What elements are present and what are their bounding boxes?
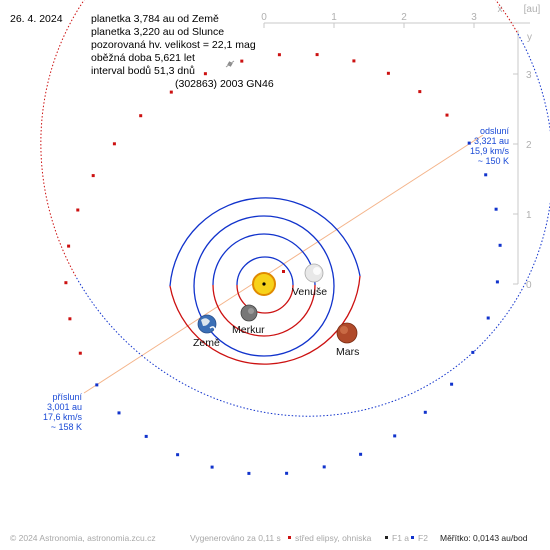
asteroid-marker xyxy=(225,60,235,68)
orbit-point xyxy=(486,316,490,320)
orbit-point xyxy=(176,453,180,457)
orbit-point xyxy=(450,382,454,386)
asteroid-orbit-points xyxy=(64,53,502,475)
x-axis: 0 1 2 3 x [au] xyxy=(261,4,541,28)
legend-f2-marker xyxy=(411,536,414,539)
orbit-point xyxy=(144,434,148,438)
orbit-point xyxy=(277,53,281,57)
y-tick-2: 2 xyxy=(526,140,532,151)
orbit-point xyxy=(352,59,356,63)
orbit-point xyxy=(386,71,390,75)
info-magnitude: pozorovaná hv. velikost = 22,1 mag xyxy=(91,39,256,51)
mercury-orbit xyxy=(236,256,294,314)
x-tick-1: 1 xyxy=(331,12,337,23)
aphelion-title: odsluní xyxy=(480,126,510,136)
y-tick-0: 0 xyxy=(526,280,532,291)
orbit-point xyxy=(285,471,289,475)
y-tick-3: 3 xyxy=(526,70,532,81)
perihelion-label: přísluní 3,001 au 17,6 km/s ~ 158 K xyxy=(43,392,83,432)
info-interval: interval bodů 51,3 dnů xyxy=(91,65,195,77)
orbit-point xyxy=(76,208,80,212)
earth-label: Země xyxy=(193,337,220,349)
legend-f1: F1 a xyxy=(392,533,409,543)
orbit-point xyxy=(423,410,427,414)
perihelion-title: přísluní xyxy=(52,392,82,402)
x-axis-letter: x xyxy=(498,4,503,15)
orbit-point xyxy=(240,59,244,63)
legend-f2: F2 xyxy=(418,533,428,543)
orbit-point xyxy=(247,471,251,475)
mercury-label: Merkur xyxy=(232,324,265,336)
venus-label: Venuše xyxy=(292,286,327,298)
perihelion-distance: 3,001 au xyxy=(47,402,82,412)
orbit-point xyxy=(359,452,363,456)
mars-icon xyxy=(336,322,358,344)
orbit-point xyxy=(139,114,143,118)
footer-generated: Vygenerováno za 0,11 s xyxy=(190,533,281,543)
orbit-point xyxy=(95,383,99,387)
earth-icon xyxy=(197,314,217,334)
orbit-point xyxy=(467,141,471,145)
orbit-point xyxy=(67,244,71,248)
orbit-point xyxy=(393,434,397,438)
info-sun-distance: planetka 3,220 au od Slunce xyxy=(91,26,224,38)
orbit-point xyxy=(203,72,207,76)
axis-unit: [au] xyxy=(524,4,541,15)
info-period: oběžná doba 5,621 let xyxy=(91,52,195,64)
orbit-point xyxy=(494,207,498,211)
legend-center: střed elipsy, ohniska xyxy=(295,533,372,543)
y-tick-1: 1 xyxy=(526,210,532,221)
footer-copyright: © 2024 Astronomia, astronomia.zcu.cz xyxy=(10,533,156,543)
y-axis-letter: y xyxy=(527,32,532,43)
venus-icon xyxy=(304,263,324,283)
orbit-point xyxy=(68,317,72,321)
orbit-point xyxy=(418,90,422,94)
orbit-point xyxy=(471,350,475,354)
orbit-point xyxy=(78,351,82,355)
focus-marker xyxy=(282,270,285,273)
orbit-point xyxy=(112,142,116,146)
orbit-point xyxy=(169,90,173,94)
orbit-point xyxy=(484,173,488,177)
info-block: planetka 3,784 au od Země planetka 3,220… xyxy=(91,13,274,90)
mars-label: Mars xyxy=(336,346,359,358)
perihelion-temperature: ~ 158 K xyxy=(51,422,82,432)
x-tick-2: 2 xyxy=(401,12,407,23)
info-earth-distance: planetka 3,784 au od Země xyxy=(91,13,219,25)
orbit-point xyxy=(210,465,214,469)
sun-icon xyxy=(252,272,276,296)
orbit-point xyxy=(117,411,121,415)
orbit-point xyxy=(64,281,68,285)
orbit-point xyxy=(91,174,95,178)
orbit-point xyxy=(495,280,499,284)
orbit-point xyxy=(322,465,326,469)
scale-label: Měřítko: 0,0143 au/bod xyxy=(440,533,528,543)
aphelion-temperature: ~ 150 K xyxy=(478,156,509,166)
aphelion-distance: 3,321 au xyxy=(474,136,509,146)
x-tick-0: 0 xyxy=(261,12,267,23)
orbit-point xyxy=(445,113,449,117)
orbit-point xyxy=(315,53,319,57)
legend-center-marker xyxy=(288,536,291,539)
venus-orbit xyxy=(212,233,316,337)
y-axis: 3 2 1 0 y xyxy=(513,30,532,291)
aphelion-speed: 15,9 km/s xyxy=(470,146,510,156)
footer: © 2024 Astronomia, astronomia.zcu.cz Vyg… xyxy=(10,533,528,543)
aphelion-label: odsluní 3,321 au 15,9 km/s ~ 150 K xyxy=(470,126,510,166)
orbit-point xyxy=(498,243,502,247)
object-name: (302863) 2003 GN46 xyxy=(175,78,274,90)
mars-orbit xyxy=(169,197,361,365)
legend-f1-marker xyxy=(385,536,388,539)
date: 26. 4. 2024 xyxy=(10,13,63,25)
mercury-icon xyxy=(240,304,258,322)
perihelion-speed: 17,6 km/s xyxy=(43,412,83,422)
x-tick-3: 3 xyxy=(471,12,477,23)
